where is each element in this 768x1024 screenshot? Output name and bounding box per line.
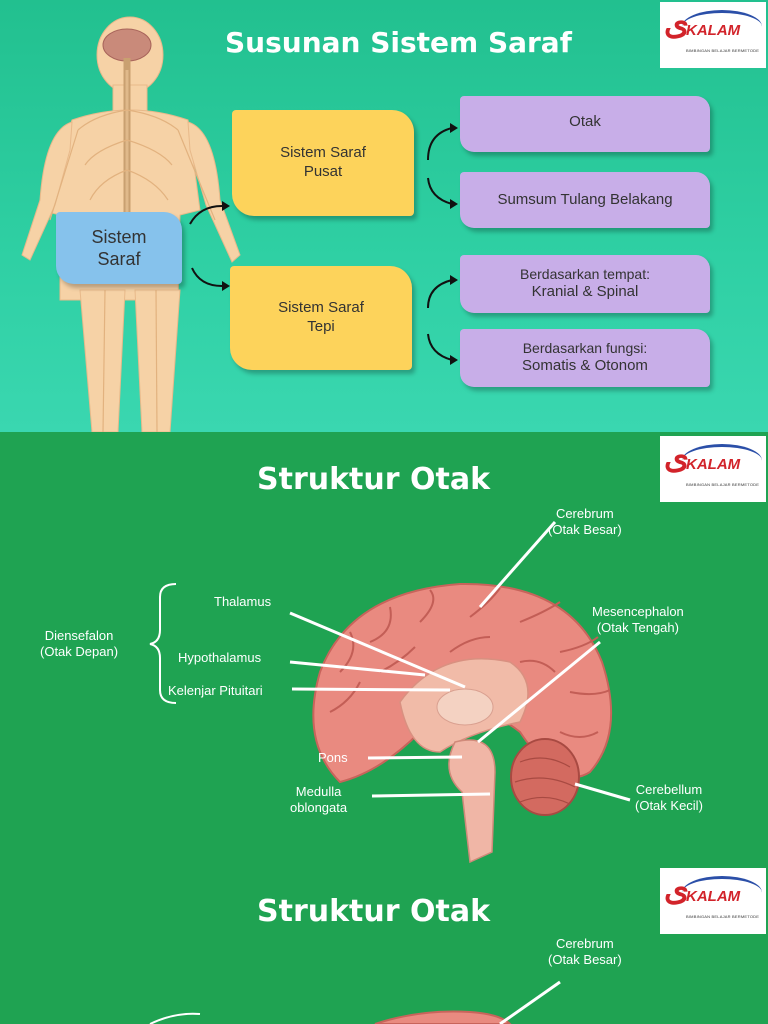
label-cerebellum-line2: (Otak Kecil) — [635, 798, 703, 814]
label-medulla: Medulla oblongata — [290, 784, 347, 817]
label-thalamus: Thalamus — [214, 594, 271, 610]
logo-tagline-2: BIMBINGAN BELAJAR BERMETODE — [686, 482, 759, 487]
brain-title-2: Struktur Otak — [257, 894, 490, 929]
label-hypothalamus: Hypothalamus — [178, 650, 261, 666]
logo-text-3: KALAM — [686, 888, 740, 905]
label-diensefalon: Diensefalon (Otak Depan) — [40, 628, 118, 661]
node-place-line1: Berdasarkan tempat: — [520, 266, 650, 284]
logo-text-2: KALAM — [686, 456, 740, 473]
label-cerebrum-line1: Cerebrum — [548, 506, 622, 522]
node-by-place: Berdasarkan tempat:Kranial & Spinal — [460, 255, 710, 313]
label-cerebrum: Cerebrum (Otak Besar) — [548, 506, 622, 539]
node-spinal-label: Sumsum Tulang Belakang — [497, 191, 672, 210]
label-mesencephalon: Mesencephalon (Otak Tengah) — [592, 604, 684, 637]
logo-tagline-3: BIMBINGAN BELAJAR BERMETODE — [686, 914, 759, 919]
label-medulla-line1: Medulla — [290, 784, 347, 800]
label-pons: Pons — [318, 750, 348, 766]
logo-tagline: BIMBINGAN BELAJAR BERMETODE — [686, 48, 759, 53]
label-mesencephalon-line1: Mesencephalon — [592, 604, 684, 620]
brain-illustration-2 — [0, 864, 768, 1024]
logo-text: KALAM — [686, 22, 740, 39]
nervous-system-panel: Susunan Sistem Saraf ى KALAM BIMBINGAN B… — [0, 0, 768, 432]
diagram-title: Susunan Sistem Saraf — [225, 26, 572, 59]
label-medulla-line2: oblongata — [290, 800, 347, 816]
node-peripheral-line1: Sistem Saraf — [278, 299, 364, 318]
kalam-logo-3: ى KALAM BIMBINGAN BELAJAR BERMETODE — [660, 868, 766, 934]
node-spinal-cord: Sumsum Tulang Belakang — [460, 172, 710, 228]
kalam-logo: ى KALAM BIMBINGAN BELAJAR BERMETODE — [660, 2, 766, 68]
label-cerebellum: Cerebellum (Otak Kecil) — [635, 782, 703, 815]
label-cerebrum-2: Cerebrum (Otak Besar) — [548, 936, 622, 969]
label-cerebrum-2-line1: Cerebrum — [548, 936, 622, 952]
label-diensefalon-line2: (Otak Depan) — [40, 644, 118, 660]
brain-structure-panel: Struktur Otak ى KALAM BIMBINGAN BELAJAR … — [0, 432, 768, 864]
kalam-logo-2: ى KALAM BIMBINGAN BELAJAR BERMETODE — [660, 436, 766, 502]
brain-title: Struktur Otak — [257, 462, 490, 497]
node-nervous-system-line1: Sistem — [91, 226, 146, 249]
label-mesencephalon-line2: (Otak Tengah) — [592, 620, 684, 636]
label-cerebrum-line2: (Otak Besar) — [548, 522, 622, 538]
label-diensefalon-line1: Diensefalon — [40, 628, 118, 644]
label-cerebrum-2-line2: (Otak Besar) — [548, 952, 622, 968]
node-function-line2: Somatis & Otonom — [522, 357, 648, 376]
node-function-line1: Berdasarkan fungsi: — [522, 340, 648, 358]
node-nervous-system-line2: Saraf — [91, 248, 146, 271]
node-central-line2: Pusat — [280, 163, 366, 182]
node-brain: Otak — [460, 96, 710, 152]
node-place-line2: Kranial & Spinal — [520, 283, 650, 302]
node-central-line1: Sistem Saraf — [280, 144, 366, 163]
brain-structure-panel-2: Struktur Otak ى KALAM BIMBINGAN BELAJAR … — [0, 864, 768, 1024]
label-cerebellum-line1: Cerebellum — [635, 782, 703, 798]
node-brain-label: Otak — [569, 113, 601, 132]
node-peripheral-line2: Tepi — [278, 318, 364, 337]
label-pituitary: Kelenjar Pituitari — [168, 683, 263, 699]
node-by-function: Berdasarkan fungsi:Somatis & Otonom — [460, 329, 710, 387]
